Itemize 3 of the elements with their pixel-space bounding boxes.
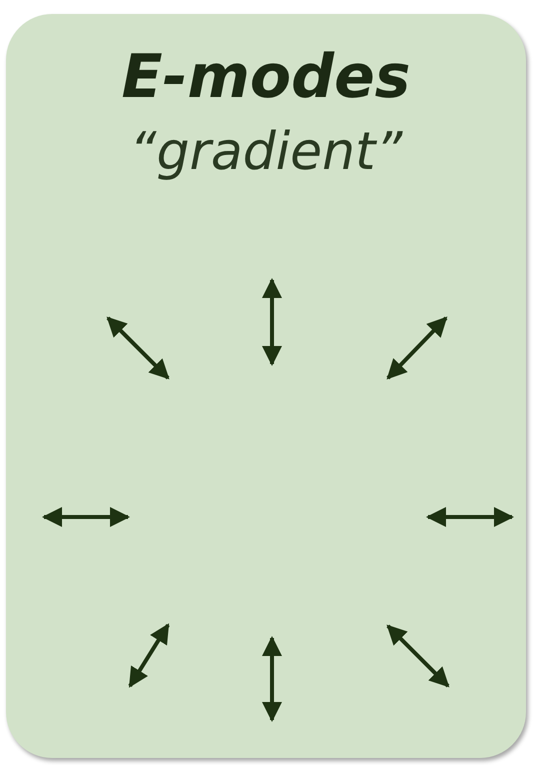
- subtitle-text: “gradient”: [128, 122, 404, 182]
- card: [6, 14, 526, 758]
- title-text: E-modes: [120, 42, 412, 112]
